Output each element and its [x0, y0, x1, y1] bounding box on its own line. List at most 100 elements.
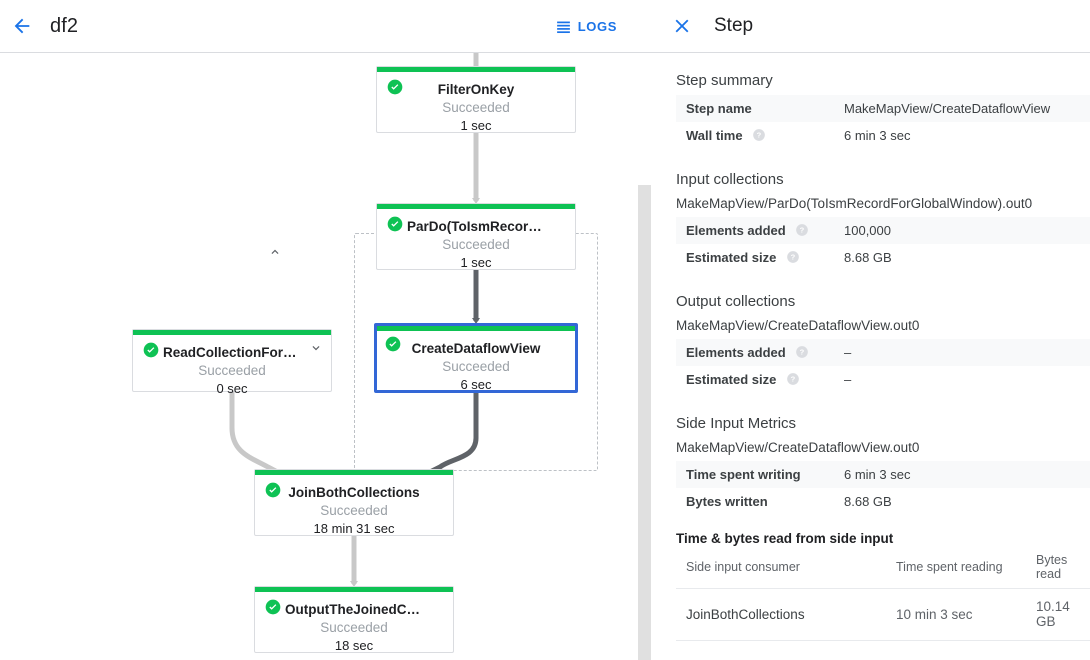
graph-pane: df2 LOGS [0, 0, 652, 660]
row-key: Elements added ? [676, 217, 844, 244]
help-icon[interactable]: ? [795, 223, 809, 237]
svg-text:?: ? [800, 226, 805, 235]
job-graph-canvas[interactable]: MakeMapView FilterOnKey Succeeded 1 sec [0, 53, 652, 660]
node-time: 1 sec [460, 118, 492, 133]
section-heading-input-collections: Input collections [676, 171, 784, 188]
logs-button[interactable]: LOGS [555, 13, 617, 39]
table-row: Wall time ? 6 min 3 sec [676, 122, 1090, 149]
row-key: Step name [676, 95, 844, 122]
close-icon [675, 19, 689, 33]
step-details-panel: Step Step summary Step name MakeMapView/… [652, 0, 1090, 660]
node-status-bar [377, 67, 575, 72]
table-row: Step name MakeMapView/CreateDataflowView [676, 95, 1090, 122]
check-circle-icon [265, 599, 281, 615]
row-key-label: Elements added [686, 345, 786, 360]
row-value: 6 min 3 sec [844, 461, 1090, 488]
svg-text:?: ? [800, 348, 805, 357]
node-status: Succeeded [198, 363, 266, 378]
row-key: Estimated size ? [676, 244, 844, 271]
node-status-bar [377, 204, 575, 209]
svg-text:?: ? [791, 253, 796, 262]
chevron-up-icon[interactable] [268, 245, 282, 259]
page-title: df2 [50, 15, 79, 37]
node-name: FilterOnKey [437, 82, 515, 97]
section-heading-time-bytes-read: Time & bytes read from side input [676, 531, 894, 546]
table-row: Estimated size ? 8.68 GB [676, 244, 1090, 271]
row-key: Time spent writing [676, 461, 844, 488]
side-input-consumers-table: Side input consumer Time spent reading B… [676, 548, 1090, 641]
panel-header-divider [652, 52, 1090, 53]
node-status: Succeeded [442, 100, 510, 115]
help-icon[interactable]: ? [752, 128, 766, 142]
row-value: 8.68 GB [844, 250, 892, 265]
panel-title: Step [714, 15, 754, 36]
check-circle-icon [265, 482, 281, 498]
check-circle-icon [385, 336, 401, 352]
table-row: Elements added ? 100,000 [676, 217, 1090, 244]
input-collection-name: MakeMapView/ParDo(ToIsmRecordForGlobalWi… [676, 196, 1033, 211]
row-value: 6 min 3 sec [844, 128, 911, 143]
input-collections-table: Elements added ? 100,000 Estimated size … [676, 217, 1090, 271]
graph-node-joinbothcollections[interactable]: JoinBothCollections Succeeded 18 min 31 … [254, 469, 454, 536]
row-key-label: Estimated size [686, 250, 777, 265]
side-input-metrics-table: Time spent writing 6 min 3 sec Bytes wri… [676, 461, 1090, 515]
step-summary-table: Step name MakeMapView/CreateDataflowView… [676, 95, 1090, 149]
row-key: Bytes written [686, 494, 768, 509]
section-heading-output-collections: Output collections [676, 293, 796, 310]
graph-node-readcollectionforjoin[interactable]: ReadCollectionForJoin Succeeded 0 sec [132, 329, 332, 396]
row-key-label: Estimated size [686, 372, 777, 387]
svg-text:?: ? [791, 375, 796, 384]
table-row: Elements added ? – [676, 339, 1090, 366]
table-row: Bytes written 8.68 GB [676, 488, 1090, 515]
node-name: OutputTheJoinedCollec… [285, 602, 451, 617]
row-value: 100,000 [844, 217, 1090, 244]
header-divider [0, 52, 652, 53]
help-icon[interactable]: ? [786, 372, 800, 386]
row-key: Wall time ? [676, 122, 844, 149]
node-status-bar [377, 326, 575, 331]
row-value: – [844, 339, 1090, 366]
chevron-down-icon[interactable] [309, 341, 323, 355]
node-name: ReadCollectionForJoin [163, 345, 311, 360]
logs-label: LOGS [577, 18, 617, 34]
node-status: Succeeded [442, 237, 510, 252]
table-row: JoinBothCollections 10 min 3 sec 10.14 G… [676, 588, 1090, 641]
table-header-row: Side input consumer Time spent reading B… [676, 548, 1090, 589]
column-header-side-input-consumer: Side input consumer [676, 548, 886, 589]
section-heading-side-input-metrics: Side Input Metrics [676, 415, 797, 432]
graph-scrollbar-thumb[interactable] [638, 185, 651, 660]
list-icon [556, 21, 570, 33]
side-input-collection-name: MakeMapView/CreateDataflowView.out0 [676, 440, 920, 455]
output-collections-table: Elements added ? – Estimated size ? [676, 339, 1090, 393]
cell-time-spent-reading: 10 min 3 sec [886, 588, 1026, 641]
help-icon[interactable]: ? [795, 345, 809, 359]
close-button[interactable] [668, 12, 696, 40]
check-circle-icon [143, 342, 159, 358]
graph-node-filteronkey[interactable]: FilterOnKey Succeeded 1 sec [376, 66, 576, 133]
node-name: ParDo(ToIsmRecordFor… [407, 219, 572, 234]
node-status-bar [255, 470, 453, 475]
row-key: Elements added ? [676, 339, 844, 366]
row-key-label: Wall time [686, 128, 743, 143]
cell-side-input-consumer: JoinBothCollections [676, 588, 886, 641]
top-bar: df2 LOGS [0, 0, 652, 52]
row-key: Estimated size ? [676, 366, 844, 393]
graph-node-createdataflowview[interactable]: CreateDataflowView Succeeded 6 sec [374, 323, 578, 393]
help-icon[interactable]: ? [786, 250, 800, 264]
graph-scrollbar-track[interactable] [638, 53, 652, 660]
panel-body: Step summary Step name MakeMapView/Creat… [652, 53, 1090, 660]
node-status-bar [255, 587, 453, 592]
back-button[interactable] [8, 12, 36, 40]
node-name: JoinBothCollections [288, 485, 420, 500]
graph-node-outputthejoinedcollection[interactable]: OutputTheJoinedCollec… Succeeded 18 sec [254, 586, 454, 653]
row-value: 8.68 GB [844, 494, 892, 509]
section-heading-step-summary: Step summary [676, 72, 773, 89]
cell-bytes-read: 10.14 GB [1026, 588, 1090, 641]
node-status: Succeeded [320, 503, 388, 518]
graph-edges [229, 53, 480, 587]
graph-node-pardo-toismrecord[interactable]: ParDo(ToIsmRecordFor… Succeeded 1 sec [376, 203, 576, 270]
node-name: CreateDataflowView [411, 341, 541, 356]
node-status: Succeeded [320, 620, 388, 635]
check-circle-icon [387, 216, 403, 232]
node-time: 1 sec [460, 255, 492, 270]
